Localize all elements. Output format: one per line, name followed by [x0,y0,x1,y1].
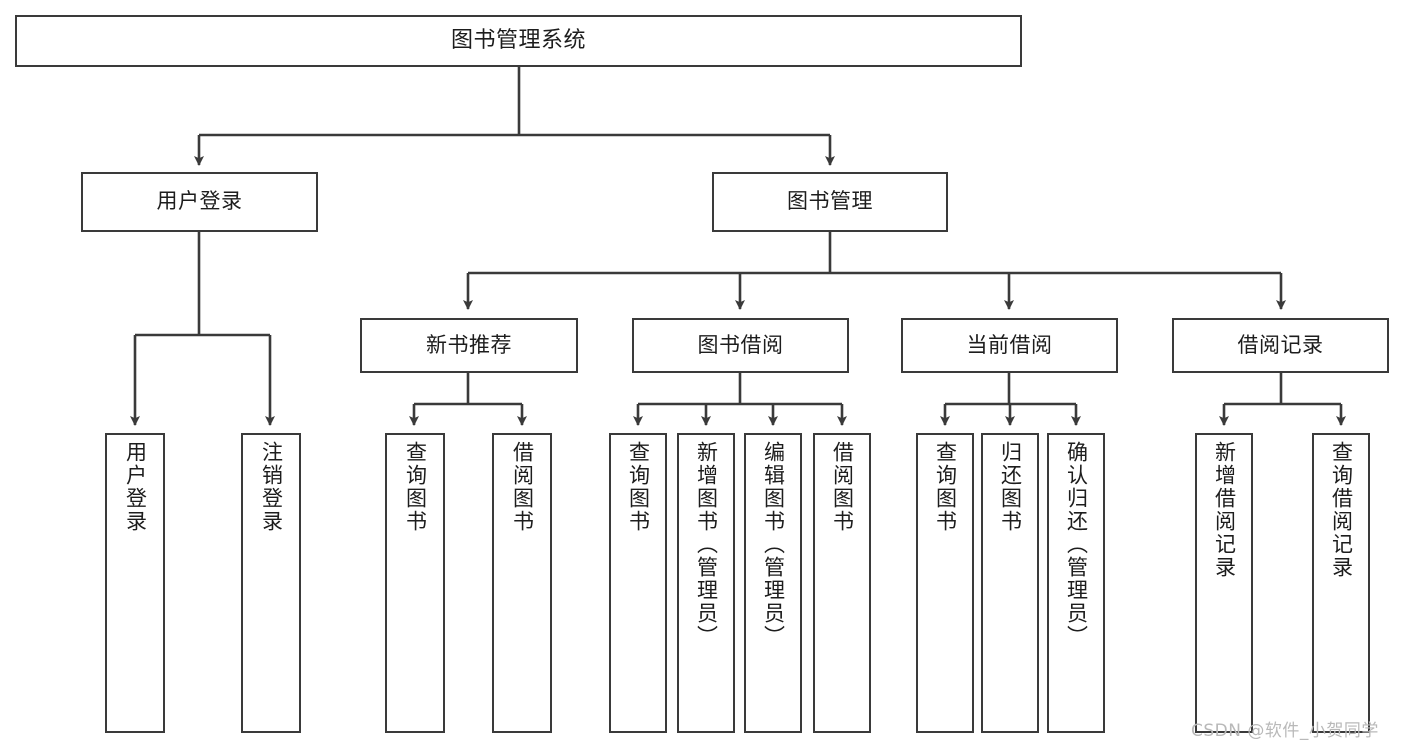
node-leaf-return-book[interactable]: 归还图书 [981,433,1039,733]
node-leaf-query-record-label: 查询借阅记录 [1329,441,1354,579]
node-current-borrow[interactable]: 当前借阅 [901,318,1118,373]
node-leaf-query-book-3[interactable]: 查询图书 [916,433,974,733]
node-leaf-borrow-book-1-label: 借阅图书 [510,441,535,533]
node-leaf-confirm-return[interactable]: 确认归还（管理员） [1047,433,1105,733]
node-leaf-query-book-1[interactable]: 查询图书 [385,433,445,733]
node-user-login[interactable]: 用户登录 [81,172,318,232]
node-new-book-recommend-label: 新书推荐 [426,332,512,357]
node-leaf-add-book-label: 新增图书（管理员） [694,441,719,648]
node-book-borrow[interactable]: 图书借阅 [632,318,849,373]
node-leaf-confirm-return-label: 确认归还（管理员） [1064,441,1089,648]
node-leaf-user-login-label: 用户登录 [123,441,148,533]
node-borrow-record[interactable]: 借阅记录 [1172,318,1389,373]
node-leaf-query-book-3-label: 查询图书 [933,441,958,533]
node-new-book-recommend[interactable]: 新书推荐 [360,318,578,373]
node-leaf-borrow-book-1[interactable]: 借阅图书 [492,433,552,733]
node-leaf-add-book[interactable]: 新增图书（管理员） [677,433,735,733]
watermark: CSDN @软件_小贺同学 [1191,721,1379,741]
node-leaf-add-record[interactable]: 新增借阅记录 [1195,433,1253,733]
node-current-borrow-label: 当前借阅 [966,332,1053,357]
node-leaf-query-record[interactable]: 查询借阅记录 [1312,433,1370,733]
node-leaf-user-logout-label: 注销登录 [259,441,284,533]
node-leaf-user-login[interactable]: 用户登录 [105,433,165,733]
node-root-label: 图书管理系统 [450,27,586,53]
node-leaf-user-logout[interactable]: 注销登录 [241,433,301,733]
node-book-manage[interactable]: 图书管理 [712,172,948,232]
node-leaf-query-book-2-label: 查询图书 [626,441,651,533]
node-leaf-borrow-book-2-label: 借阅图书 [830,441,855,533]
node-book-borrow-label: 图书借阅 [697,332,784,357]
node-leaf-query-book-2[interactable]: 查询图书 [609,433,667,733]
node-leaf-edit-book[interactable]: 编辑图书（管理员） [744,433,802,733]
node-leaf-borrow-book-2[interactable]: 借阅图书 [813,433,871,733]
node-leaf-add-record-label: 新增借阅记录 [1212,441,1237,579]
node-leaf-return-book-label: 归还图书 [998,441,1023,533]
node-leaf-edit-book-label: 编辑图书（管理员） [761,441,786,648]
node-user-login-label: 用户登录 [156,189,243,214]
node-book-manage-label: 图书管理 [787,189,873,214]
node-borrow-record-label: 借阅记录 [1237,332,1324,357]
node-leaf-query-book-1-label: 查询图书 [403,441,428,533]
node-root[interactable]: 图书管理系统 [15,15,1022,67]
